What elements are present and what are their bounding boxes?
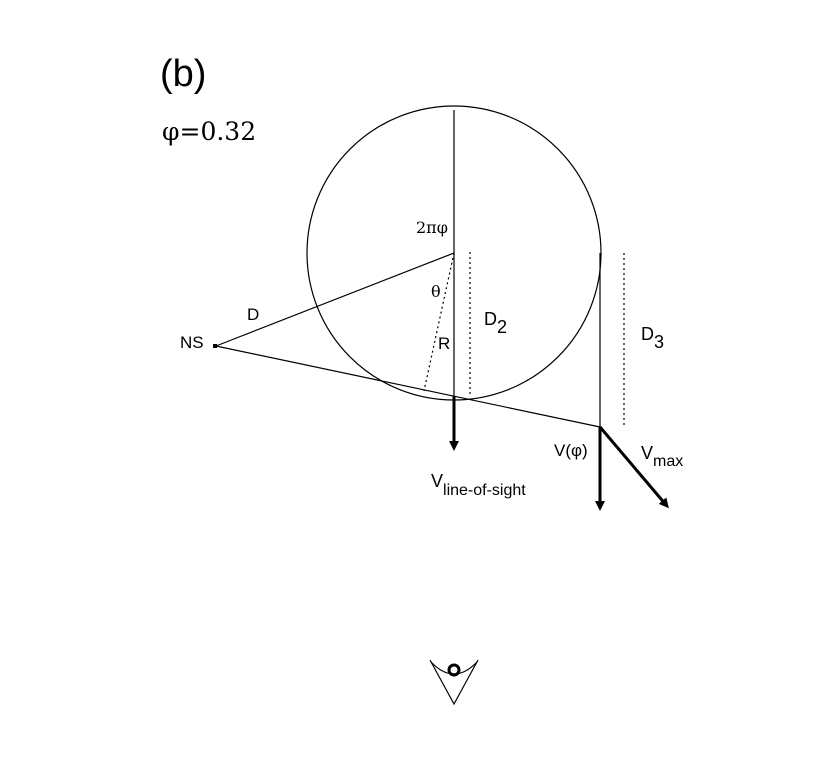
phase-label: φ=0.32 bbox=[162, 117, 256, 146]
d2-label: D2 bbox=[484, 309, 507, 337]
radius-r-dotted-line bbox=[423, 252, 455, 392]
angle-2piphi-label: 2πφ bbox=[416, 218, 448, 237]
panel-label: (b) bbox=[160, 53, 206, 95]
neutron-star-marker bbox=[213, 344, 217, 348]
v-max-label: Vmax bbox=[641, 443, 683, 470]
d3-label: D3 bbox=[641, 324, 664, 352]
distance-d-label: D bbox=[247, 305, 259, 324]
radius-r-label: R bbox=[438, 334, 450, 353]
v-line-of-sight-label: Vline-of-sight bbox=[431, 471, 526, 499]
v-phi-label: V(φ) bbox=[554, 441, 588, 460]
observer-eye-icon bbox=[429, 659, 479, 706]
line-of-sight-line bbox=[215, 345, 601, 428]
theta-label: θ bbox=[431, 282, 441, 301]
v-max-arrow bbox=[598, 426, 669, 509]
distance-line-d bbox=[215, 252, 455, 347]
neutron-star-label: NS bbox=[180, 333, 204, 352]
